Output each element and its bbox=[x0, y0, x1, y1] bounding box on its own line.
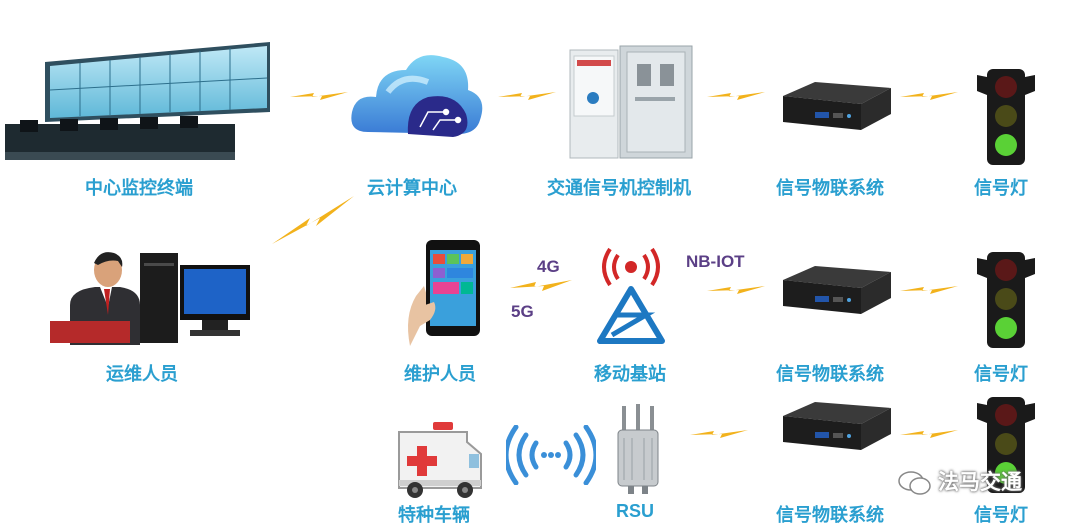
lightning-connector-icon bbox=[900, 286, 958, 294]
lightning-connector-icon bbox=[498, 92, 556, 100]
base-station-image bbox=[597, 247, 665, 344]
wechat-icon bbox=[898, 471, 931, 495]
lightning-connector-icon bbox=[900, 92, 958, 100]
lightning-connector-icon bbox=[290, 92, 348, 100]
traffic-light-image-3 bbox=[977, 397, 1035, 493]
watermark-text: 法马交通 bbox=[938, 470, 1022, 494]
maintenance-phone-image bbox=[408, 240, 480, 346]
label-ops-staff: 运维人员 bbox=[106, 364, 178, 385]
lightning-connector-icon bbox=[900, 430, 958, 438]
rsu-device-image bbox=[617, 404, 659, 494]
tag-nbiot: NB-IOT bbox=[686, 252, 745, 271]
label-center-terminal: 中心监控终端 bbox=[85, 178, 193, 199]
label-signal-controller: 交通信号机控制机 bbox=[547, 178, 691, 199]
tag-4g: 4G bbox=[537, 257, 560, 276]
ambulance-image bbox=[398, 422, 482, 498]
signal-controller-cabinet-image bbox=[569, 45, 693, 159]
monitoring-center-image bbox=[5, 42, 270, 160]
label-cloud-center: 云计算中心 bbox=[367, 178, 457, 199]
lightning-connector-icon bbox=[510, 280, 572, 291]
iot-box-image-1 bbox=[783, 82, 891, 130]
cloud-computing-image bbox=[351, 55, 483, 137]
ops-staff-image bbox=[50, 252, 250, 345]
label-signal-light-3: 信号灯 bbox=[974, 505, 1028, 526]
tag-5g: 5G bbox=[511, 302, 534, 321]
label-iot-system-3: 信号物联系统 bbox=[776, 505, 884, 526]
wireless-signal-icon bbox=[506, 425, 596, 485]
label-special-vehicle: 特种车辆 bbox=[398, 505, 470, 526]
label-signal-light-2: 信号灯 bbox=[974, 364, 1028, 385]
lightning-connector-icon bbox=[707, 286, 765, 294]
lightning-connector-icon bbox=[707, 92, 765, 100]
iot-box-image-2 bbox=[783, 266, 891, 314]
label-maint-staff: 维护人员 bbox=[404, 364, 476, 385]
label-base-station: 移动基站 bbox=[594, 364, 666, 385]
traffic-light-image-1 bbox=[977, 69, 1035, 165]
label-signal-light-1: 信号灯 bbox=[974, 178, 1028, 199]
lightning-connector-icon bbox=[272, 196, 354, 244]
label-iot-system-2: 信号物联系统 bbox=[776, 364, 884, 385]
traffic-light-image-2 bbox=[977, 252, 1035, 348]
iot-box-image-3 bbox=[783, 402, 891, 450]
lightning-connector-icon bbox=[690, 430, 748, 438]
label-iot-system-1: 信号物联系统 bbox=[776, 178, 884, 199]
label-rsu: RSU bbox=[616, 501, 655, 521]
